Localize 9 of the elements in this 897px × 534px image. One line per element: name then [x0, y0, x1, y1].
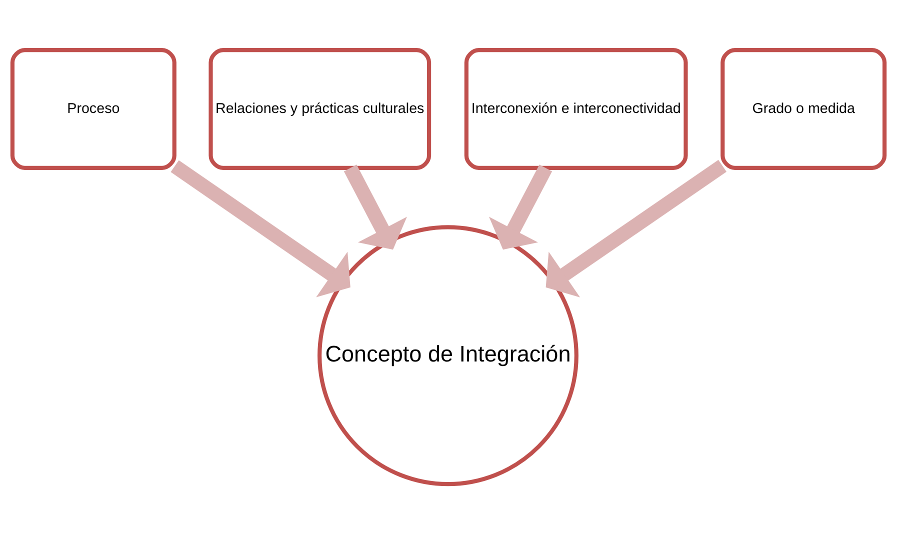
- node-box: Interconexión e interconectividad: [464, 48, 688, 170]
- arrow: [344, 164, 407, 250]
- node-box: Relaciones y prácticas culturales: [208, 48, 432, 170]
- arrow: [489, 164, 552, 250]
- node-circle: Concepto de Integración: [318, 225, 578, 486]
- arrow: [546, 160, 727, 298]
- arrow: [170, 160, 350, 298]
- node-box: Grado o medida: [720, 48, 887, 170]
- node-box: Proceso: [10, 48, 176, 170]
